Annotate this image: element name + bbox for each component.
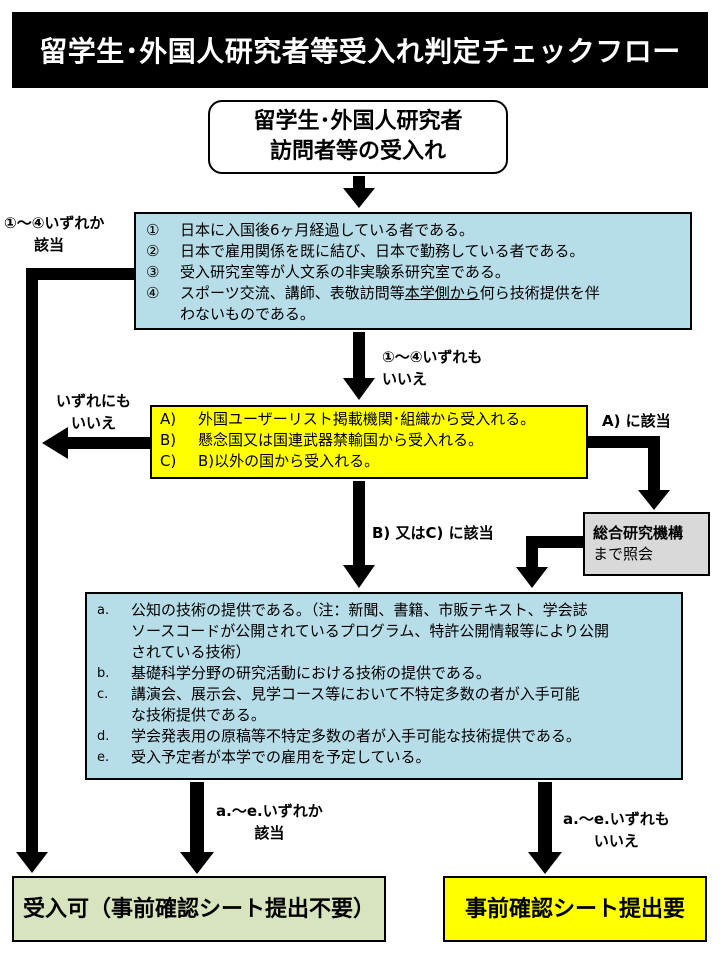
arrow-start-to-step1-head [343,188,375,208]
step3-item-d-no: d. [97,729,110,744]
step3-item-e-no: e. [97,750,110,765]
arrow-inquiry-head [516,567,548,588]
step2-item-b: B) 懸念国又は国連武器禁輸国から受入れる。 [160,430,578,451]
step1-item-4-text: スポーツ交流、講師、表敬訪問等本学側から何ら技術提供を伴わないものである。 [180,283,600,325]
step3-item-c-line2: な技術提供である。 [131,706,266,724]
start-box: 留学生･外国人研究者 訪問者等の受入れ [208,100,508,174]
step3-item-e-text: 受入予定者が本学での雇用を予定している。 [131,748,431,766]
arrow-step1-to-step2-head [343,378,375,400]
step3-yes-label-line1: a.〜e.いずれか [216,802,323,820]
start-line-1: 留学生･外国人研究者 [253,109,463,134]
step3-item-d-text: 学会発表用の原稿等不特定多数の者が入手可能な技術提供である。 [131,727,581,745]
step1-item-1-no: ① [146,221,160,239]
step3-item-a-line3: されている技術） [131,643,251,661]
step3-yes-label-line2: 該当 [254,824,285,842]
step1-item-3: ③ 受入研究室等が人文系の非実験系研究室である。 [146,262,680,283]
arrow-none-head [42,427,68,459]
step1-item-2-no: ② [146,242,160,260]
step3-yes-label: a.〜e.いずれか 該当 [216,800,323,844]
step2-item-b-text: 懸念国又は国連武器禁輸国から受入れる。 [198,431,484,449]
step3-item-c-no: c. [97,687,109,702]
step1-yes-label-line2: 該当 [34,236,65,254]
step1-item-4-post: 何ら技術提供を伴 [479,284,600,302]
step3-item-b: b. 基礎科学分野の研究活動における技術の提供である。 [97,663,671,684]
step1-item-3-text: 受入研究室等が人文系の非実験系研究室である。 [180,263,510,281]
arrow-step1-to-step2-shaft [353,332,365,380]
step3-no-label-line1: a.〜e.いずれも [563,810,670,828]
step3-no-label: a.〜e.いずれも いいえ [563,808,670,852]
step3-item-c-line1: 講演会、展示会、見学コース等において不特定多数の者が入手可能 [131,685,580,703]
connector-a-h [588,436,660,448]
step3-item-a-no: a. [97,603,110,618]
step1-item-4-pre: スポーツ交流、講師、表敬訪問等 [180,284,405,302]
arrow-none-shaft [66,437,150,449]
arrow-step3-ok-head [180,852,214,874]
arrow-bc-shaft [353,481,365,567]
step3-item-c-text: 講演会、展示会、見学コース等において不特定多数の者が入手可能 な技術提供である。 [131,684,580,726]
step2-item-a: A) 外国ユーザーリスト掲載機関･組織から受入れる。 [160,409,578,430]
result-need-box: 事前確認シート提出要 [443,876,707,942]
arrow-start-to-step1-shaft [353,176,365,190]
step1-item-4-line2: わないものである。 [180,305,315,323]
step1-item-1-text: 日本に入国後6ヶ月経過している者である。 [180,221,474,239]
connector-step1-left-h [26,268,134,280]
step3-item-e: e. 受入予定者が本学での雇用を予定している。 [97,747,671,768]
step3-item-a: a. 公知の技術の提供である。（注：新聞、書籍、市販テキスト、学会誌 ソースコー… [97,600,671,663]
step1-conditions-box: ① 日本に入国後6ヶ月経過している者である。 ② 日本で雇用関係を既に結び、日本… [134,212,692,330]
step3-item-a-line1: 公知の技術の提供である。（注：新聞、書籍、市販テキスト、学会誌 [131,601,588,619]
step2-bc-label: B) 又はC) に該当 [372,524,494,542]
step1-item-1: ① 日本に入国後6ヶ月経過している者である。 [146,220,680,241]
result-ok-box: 受入可（事前確認シート提出不要） [12,876,386,942]
page-title: 留学生･外国人研究者等受入れ判定チェックフロー [12,12,708,88]
step2-item-a-no: A) [160,410,177,428]
step1-yes-label-line1: ①〜④いずれか [4,214,105,232]
start-line-2: 訪問者等の受入れ [269,139,446,164]
step2-none-label: いずれにも いいえ [56,390,131,434]
step2-item-c: C) B)以外の国から受入れる。 [160,451,578,472]
step2-item-b-no: B) [160,431,177,449]
step2-item-c-text: B)以外の国から受入れる。 [198,452,380,470]
step2-a-label: A) に該当 [602,412,671,430]
arrow-step3-need-head [528,852,562,874]
step1-no-label-line1: ①〜④いずれも [382,348,483,366]
inquiry-box: 総合研究機構 まで照会 [583,512,710,576]
step1-yes-label: ①〜④いずれか 該当 [4,212,104,256]
connector-inquiry-h [526,536,583,548]
step3-item-c: c. 講演会、展示会、見学コース等において不特定多数の者が入手可能 な技術提供で… [97,684,671,726]
arrow-a-head [638,490,670,510]
arrow-step3-ok-shaft [190,782,204,854]
step1-item-2: ② 日本で雇用関係を既に結び、日本で勤務している者である。 [146,241,680,262]
step1-item-4-no: ④ [146,284,160,302]
connector-left-v [26,268,38,854]
step2-item-c-no: C) [160,452,177,470]
step3-item-a-text: 公知の技術の提供である。（注：新聞、書籍、市販テキスト、学会誌 ソースコードが公… [131,600,609,663]
arrow-left-head [16,852,48,873]
step1-item-4: ④ スポーツ交流、講師、表敬訪問等本学側から何ら技術提供を伴わないものである。 [146,283,680,325]
arrow-bc-head [343,565,375,588]
step3-item-d: d. 学会発表用の原稿等不特定多数の者が入手可能な技術提供である。 [97,726,671,747]
connector-a-v [648,436,660,492]
step3-item-b-text: 基礎科学分野の研究活動における技術の提供である。 [131,664,491,682]
step1-item-3-no: ③ [146,263,160,281]
step3-item-a-line2: ソースコードが公開されているプログラム、特許公開情報等により公開 [131,622,610,640]
step2-item-a-text: 外国ユーザーリスト掲載機関･組織から受入れる。 [198,410,536,428]
arrow-step3-need-shaft [538,782,552,854]
step1-no-label-line2: いいえ [382,370,428,388]
step2-none-label-line1: いずれにも [56,392,132,410]
step3-no-label-line2: いいえ [593,832,639,850]
step2-conditions-box: A) 外国ユーザーリスト掲載機関･組織から受入れる。 B) 懸念国又は国連武器禁… [150,405,588,479]
connector-inquiry-v [526,536,538,569]
step3-item-b-no: b. [97,666,110,681]
step1-item-2-text: 日本で雇用関係を既に結び、日本で勤務している者である。 [180,242,585,260]
step1-item-4-underlined: 本学側から [404,284,480,302]
step3-conditions-box: a. 公知の技術の提供である。（注：新聞、書籍、市販テキスト、学会誌 ソースコー… [85,592,683,780]
step2-none-label-line2: いいえ [71,414,117,432]
inquiry-org: 総合研究機構 [593,524,684,542]
inquiry-text: まで照会 [593,545,654,563]
step1-no-label: ①〜④いずれも いいえ [382,346,482,390]
